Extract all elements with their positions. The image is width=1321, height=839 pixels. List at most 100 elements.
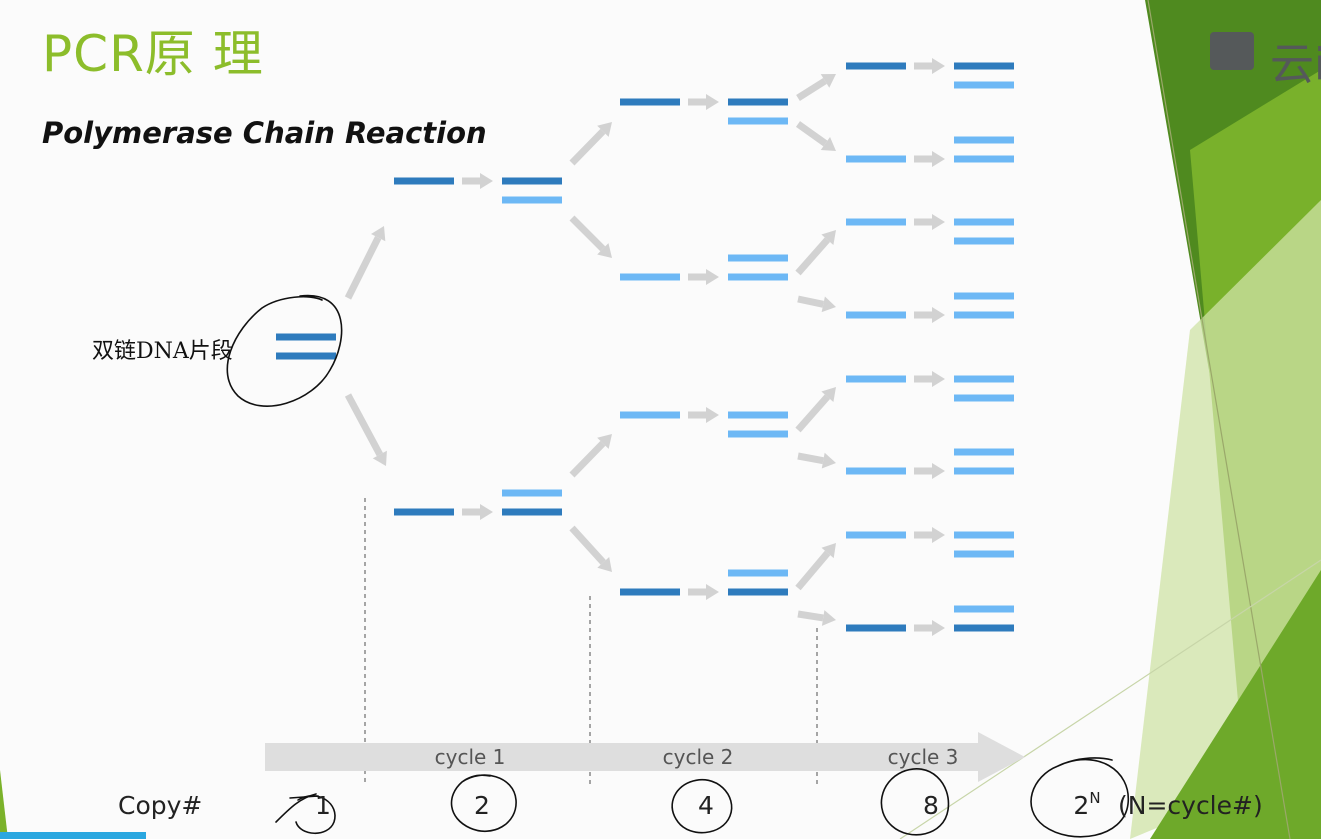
template-strand xyxy=(954,62,1014,70)
progress-bar-accent xyxy=(0,832,146,839)
new-strand xyxy=(954,550,1014,558)
new-strand xyxy=(954,292,1014,300)
branch-arrow-shaft xyxy=(569,525,606,565)
branch-arrow-head xyxy=(821,452,836,469)
step-arrow-head xyxy=(706,94,719,110)
branch-arrow-shaft xyxy=(569,440,606,478)
branch-arrow-shaft xyxy=(569,128,606,166)
copy-formula-exponent: N xyxy=(1089,789,1101,807)
template-strand xyxy=(502,177,562,185)
new-strand xyxy=(954,218,1014,226)
branch-arrow-head xyxy=(821,610,836,626)
new-strand xyxy=(846,375,906,383)
new-strand xyxy=(846,467,906,475)
step-arrow-head xyxy=(932,214,945,230)
copy-count-2: 2 xyxy=(474,791,490,820)
template-strand xyxy=(728,588,788,596)
decor-line xyxy=(899,559,1321,839)
branch-arrow-head xyxy=(820,74,836,88)
step-arrow-head xyxy=(706,584,719,600)
branch-arrow-head xyxy=(821,296,836,313)
branch-arrow-shaft xyxy=(569,215,606,252)
new-strand xyxy=(502,489,562,497)
branch-arrow-shaft xyxy=(795,237,831,276)
branch-arrow-head xyxy=(820,136,836,151)
new-strand xyxy=(728,411,788,419)
new-strand xyxy=(954,531,1014,539)
branch-arrow-shaft xyxy=(797,610,824,622)
copy-label: Copy# xyxy=(118,791,203,820)
template-strand xyxy=(394,508,454,516)
new-strand xyxy=(954,375,1014,383)
branch-arrow-shaft xyxy=(795,121,828,147)
step-arrow-head xyxy=(932,463,945,479)
branch-arrow-head xyxy=(372,450,387,466)
handwritten-circle xyxy=(226,294,343,407)
handwritten-circle xyxy=(880,768,950,836)
new-strand xyxy=(728,254,788,262)
double-strand-label: 双链DNA片段 xyxy=(92,339,233,364)
branch-arrow-head xyxy=(597,122,612,137)
step-arrow-head xyxy=(932,151,945,167)
template-strand xyxy=(276,352,336,360)
strands-layer xyxy=(276,62,1014,632)
new-strand xyxy=(954,311,1014,319)
new-strand xyxy=(954,136,1014,144)
copy-formula: 2N xyxy=(1073,789,1101,820)
step-arrow-head xyxy=(480,504,493,520)
new-strand xyxy=(502,196,562,204)
step-arrow-head xyxy=(932,307,945,323)
new-strand xyxy=(954,448,1014,456)
branch-arrow-head xyxy=(597,434,612,449)
copy-count-1: 1 xyxy=(315,791,331,820)
new-strand xyxy=(728,117,788,125)
branch-arrow-shaft xyxy=(797,452,824,465)
template-strand xyxy=(954,624,1014,632)
cycle-1-label: cycle 1 xyxy=(434,745,506,769)
step-arrow-head xyxy=(932,58,945,74)
template-strand xyxy=(846,624,906,632)
step-arrow-head xyxy=(932,620,945,636)
handwritten-circle xyxy=(295,795,336,835)
step-arrow-head xyxy=(932,527,945,543)
handwritten-circle xyxy=(1030,757,1129,838)
logo-text: 云i xyxy=(1270,39,1321,90)
template-strand xyxy=(728,98,788,106)
copy-count-8: 8 xyxy=(923,791,939,820)
copy-count-4: 4 xyxy=(698,791,714,820)
new-strand xyxy=(846,218,906,226)
copy-formula-base: 2 xyxy=(1073,791,1090,820)
handwritten-annotations xyxy=(226,294,1129,838)
template-strand xyxy=(394,177,454,185)
new-strand xyxy=(954,237,1014,245)
step-arrow-head xyxy=(706,269,719,285)
branch-arrow-shaft xyxy=(796,77,827,101)
arrows-layer xyxy=(344,58,945,636)
new-strand xyxy=(954,467,1014,475)
template-strand xyxy=(276,333,336,341)
handwritten-circle xyxy=(671,778,733,834)
new-strand xyxy=(846,531,906,539)
new-strand xyxy=(846,155,906,163)
step-arrow-head xyxy=(932,371,945,387)
branch-arrow-head xyxy=(821,230,836,246)
branch-arrow-head xyxy=(821,543,836,559)
new-strand xyxy=(728,569,788,577)
timeline-arrow xyxy=(265,732,1025,782)
template-strand xyxy=(502,508,562,516)
dividers-layer xyxy=(364,498,818,785)
branch-arrow-head xyxy=(597,556,612,572)
green-decor-left xyxy=(0,770,8,839)
new-strand xyxy=(620,273,680,281)
template-strand xyxy=(846,62,906,70)
branch-arrow-shaft xyxy=(795,394,831,433)
cycle-2-label: cycle 2 xyxy=(662,745,734,769)
page-subtitle: Polymerase Chain Reaction xyxy=(42,116,487,150)
new-strand xyxy=(728,430,788,438)
handwritten-check xyxy=(275,793,319,823)
new-strand xyxy=(954,81,1014,89)
template-strand xyxy=(620,98,680,106)
